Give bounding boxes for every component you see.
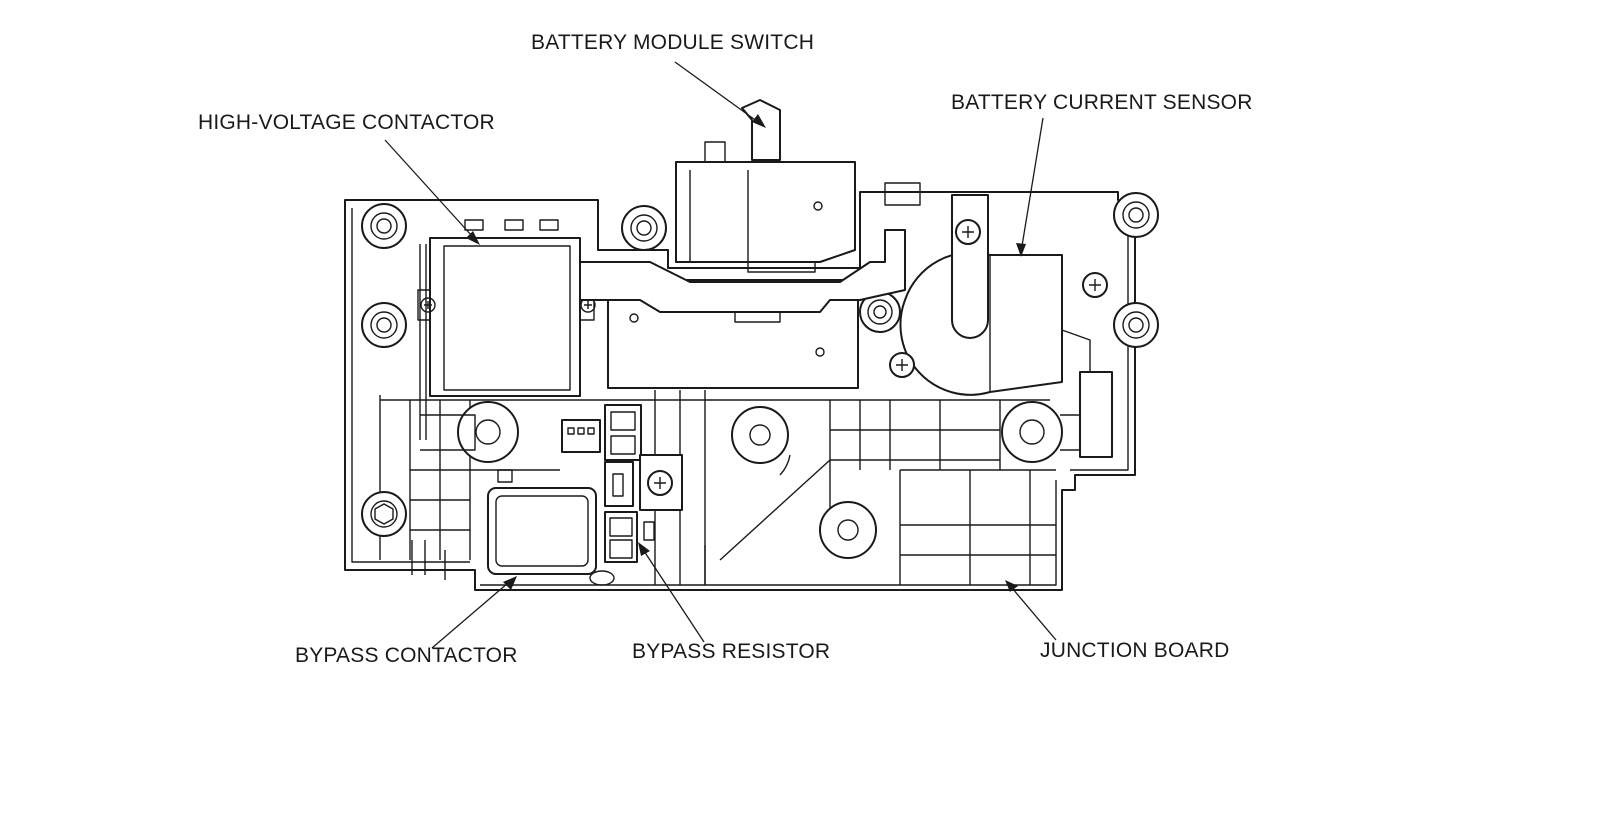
battery-current-sensor-label: BATTERY CURRENT SENSOR — [951, 91, 1253, 114]
mounting-bosses — [361, 192, 1159, 537]
leader-lines — [384, 61, 1057, 649]
battery-module-switch-label: BATTERY MODULE SWITCH — [531, 31, 815, 54]
connector — [561, 419, 601, 453]
busbar — [579, 229, 906, 313]
terminal-studs — [420, 401, 1081, 559]
bypass-contactor — [411, 469, 615, 586]
bypass-contactor-label: BYPASS CONTACTOR — [295, 644, 518, 667]
battery-current-sensor — [884, 182, 1113, 458]
bypass-resistor — [604, 404, 683, 563]
battery-module-switch — [675, 99, 856, 273]
junction-board-label: JUNCTION BOARD — [1040, 639, 1230, 662]
high-voltage-contactor-label: HIGH-VOLTAGE CONTACTOR — [198, 111, 495, 134]
bypass-resistor-label: BYPASS RESISTOR — [632, 640, 831, 663]
high-voltage-contactor — [417, 219, 596, 440]
